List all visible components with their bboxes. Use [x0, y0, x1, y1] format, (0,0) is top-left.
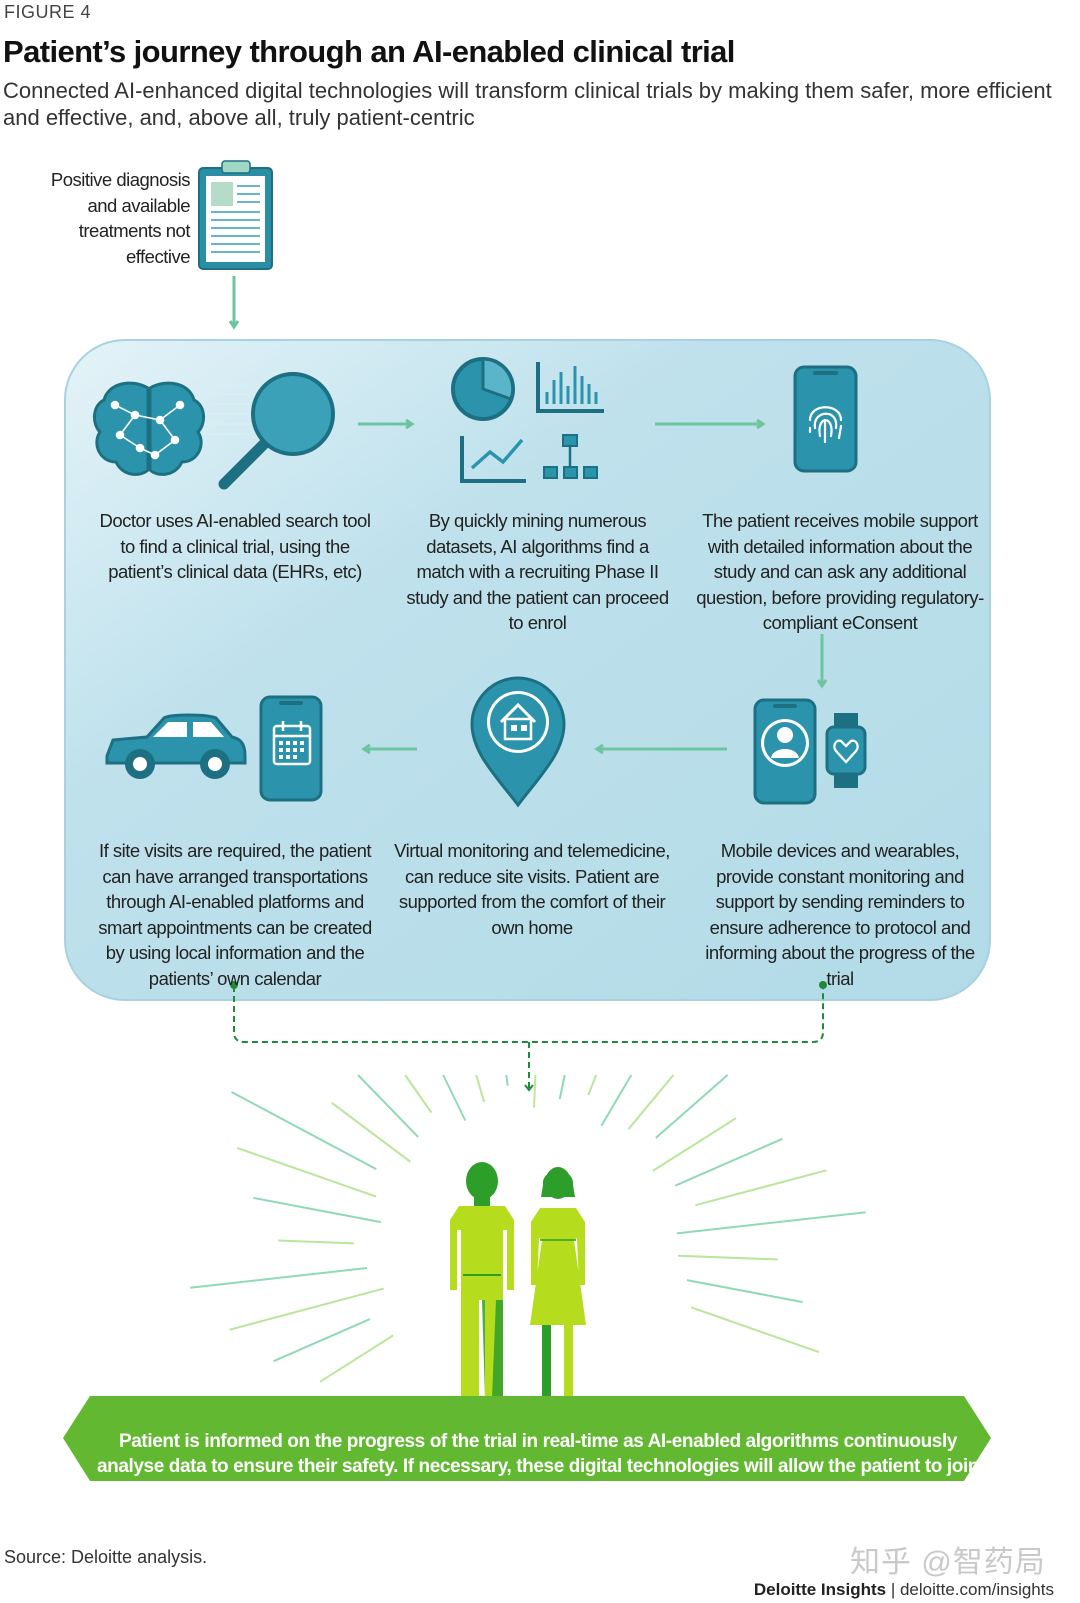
- light-ray: [505, 1074, 509, 1086]
- light-ray: [273, 1318, 371, 1363]
- page-title: Patient’s journey through an AI-enabled …: [3, 34, 735, 69]
- connector-dot-left: [230, 981, 238, 989]
- light-ray: [231, 1091, 377, 1170]
- light-ray: [627, 1074, 675, 1130]
- glow: [375, 1115, 675, 1375]
- step-3-text: The patient receives mobile support with…: [696, 510, 984, 633]
- source-note: Source: Deloitte analysis.: [4, 1547, 208, 1567]
- light-ray: [331, 1102, 411, 1163]
- light-ray: [319, 1334, 394, 1383]
- brain-search-icon: [93, 372, 335, 490]
- light-ray: [690, 1306, 820, 1354]
- journey-panel: [64, 339, 991, 1001]
- light-ray: [587, 1074, 598, 1096]
- bottom-banner-text: Patient is informed on the progress of t…: [96, 1431, 980, 1502]
- footer-separator: |: [886, 1580, 900, 1599]
- female-figure-icon: [530, 1167, 586, 1397]
- fingerprint-phone-icon: [793, 365, 858, 473]
- home-pin-icon: [470, 676, 566, 808]
- start-condition-text: Positive diagnosis and available treatme…: [50, 169, 191, 267]
- light-ray: [229, 1287, 384, 1331]
- bottom-banner: [63, 1396, 991, 1481]
- footer-link[interactable]: deloitte.com/insights: [899, 1580, 1054, 1599]
- light-ray: [655, 1074, 729, 1139]
- light-ray: [236, 1146, 377, 1198]
- light-ray: [676, 1211, 866, 1235]
- light-ray: [442, 1074, 467, 1121]
- light-ray: [558, 1074, 566, 1100]
- light-ray: [278, 1239, 355, 1245]
- step-6-text: If site visits are required, the patient…: [98, 840, 372, 989]
- light-ray: [600, 1074, 633, 1127]
- watermark: 知乎 @智药局: [850, 1546, 1046, 1579]
- light-ray: [695, 1169, 827, 1207]
- phone-watch-icon: [753, 698, 867, 805]
- footer-brand: Deloitte Insights: [753, 1580, 887, 1599]
- light-ray: [190, 1267, 368, 1289]
- dashed-connector: [233, 986, 824, 1092]
- step-4-text: Mobile devices and wearables, provide co…: [705, 840, 975, 989]
- light-ray: [652, 1117, 737, 1172]
- light-ray: [677, 1254, 778, 1261]
- page-subtitle: Connected AI-enhanced digital technologi…: [3, 78, 1052, 130]
- footer-credit: Deloitte Insights | deloitte.com/insight…: [754, 1580, 1054, 1600]
- light-ray: [533, 1074, 537, 1108]
- light-ray: [686, 1279, 803, 1304]
- light-rays: [190, 1074, 866, 1383]
- figure-label: FIGURE 4: [4, 2, 92, 22]
- light-ray: [404, 1074, 433, 1114]
- light-ray: [253, 1196, 382, 1224]
- step-5-text: Virtual monitoring and telemedicine, can…: [394, 840, 670, 938]
- light-ray: [674, 1137, 783, 1187]
- data-charts-icon: [451, 357, 604, 483]
- light-ray: [475, 1074, 486, 1103]
- connector-dot-right: [819, 981, 827, 989]
- light-ray: [357, 1074, 419, 1138]
- car-calendar-icon: [105, 695, 323, 802]
- clipboard-icon: [198, 160, 273, 270]
- male-figure-icon: [450, 1162, 514, 1398]
- step-2-text: By quickly mining numerous datasets, AI …: [406, 510, 669, 633]
- step-1-text: Doctor uses AI-enabled search tool to fi…: [99, 510, 371, 582]
